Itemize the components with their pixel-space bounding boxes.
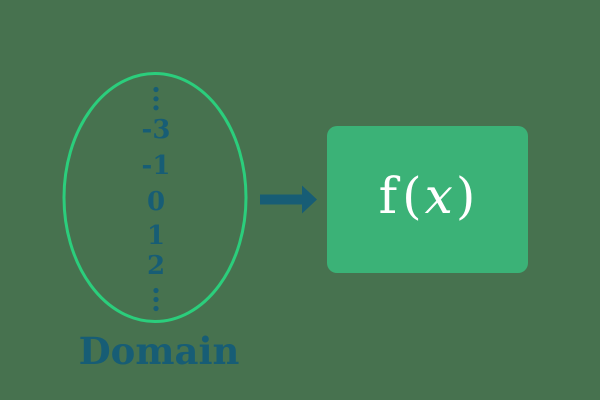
domain-label: Domain [79, 329, 240, 373]
ellipsis-dot [153, 86, 159, 93]
function-box [327, 126, 528, 273]
domain-value: -3 [142, 115, 171, 145]
domain-value: 1 [147, 221, 165, 251]
vertical-ellipsis-bottom-icon [153, 287, 159, 312]
domain-value: 0 [147, 187, 165, 217]
domain-value: 2 [147, 251, 165, 281]
domain-ellipse [62, 72, 248, 323]
ellipsis-dot [153, 287, 159, 294]
ellipsis-dot [153, 105, 159, 111]
close-paren: ) [456, 167, 476, 225]
open-paren: ( [402, 167, 422, 225]
ellipsis-dot [153, 96, 159, 102]
function-variable: x [425, 167, 453, 225]
domain-value: -1 [142, 151, 171, 181]
function-notation: f(x) [379, 167, 476, 225]
vertical-ellipsis-top-icon [153, 86, 159, 111]
function-name: f [379, 167, 401, 225]
arrow-head [302, 185, 317, 214]
ellipsis-dot [153, 305, 159, 312]
ellipsis-dot [153, 296, 159, 303]
right-arrow-icon [260, 185, 317, 214]
arrow-shaft [260, 194, 303, 205]
